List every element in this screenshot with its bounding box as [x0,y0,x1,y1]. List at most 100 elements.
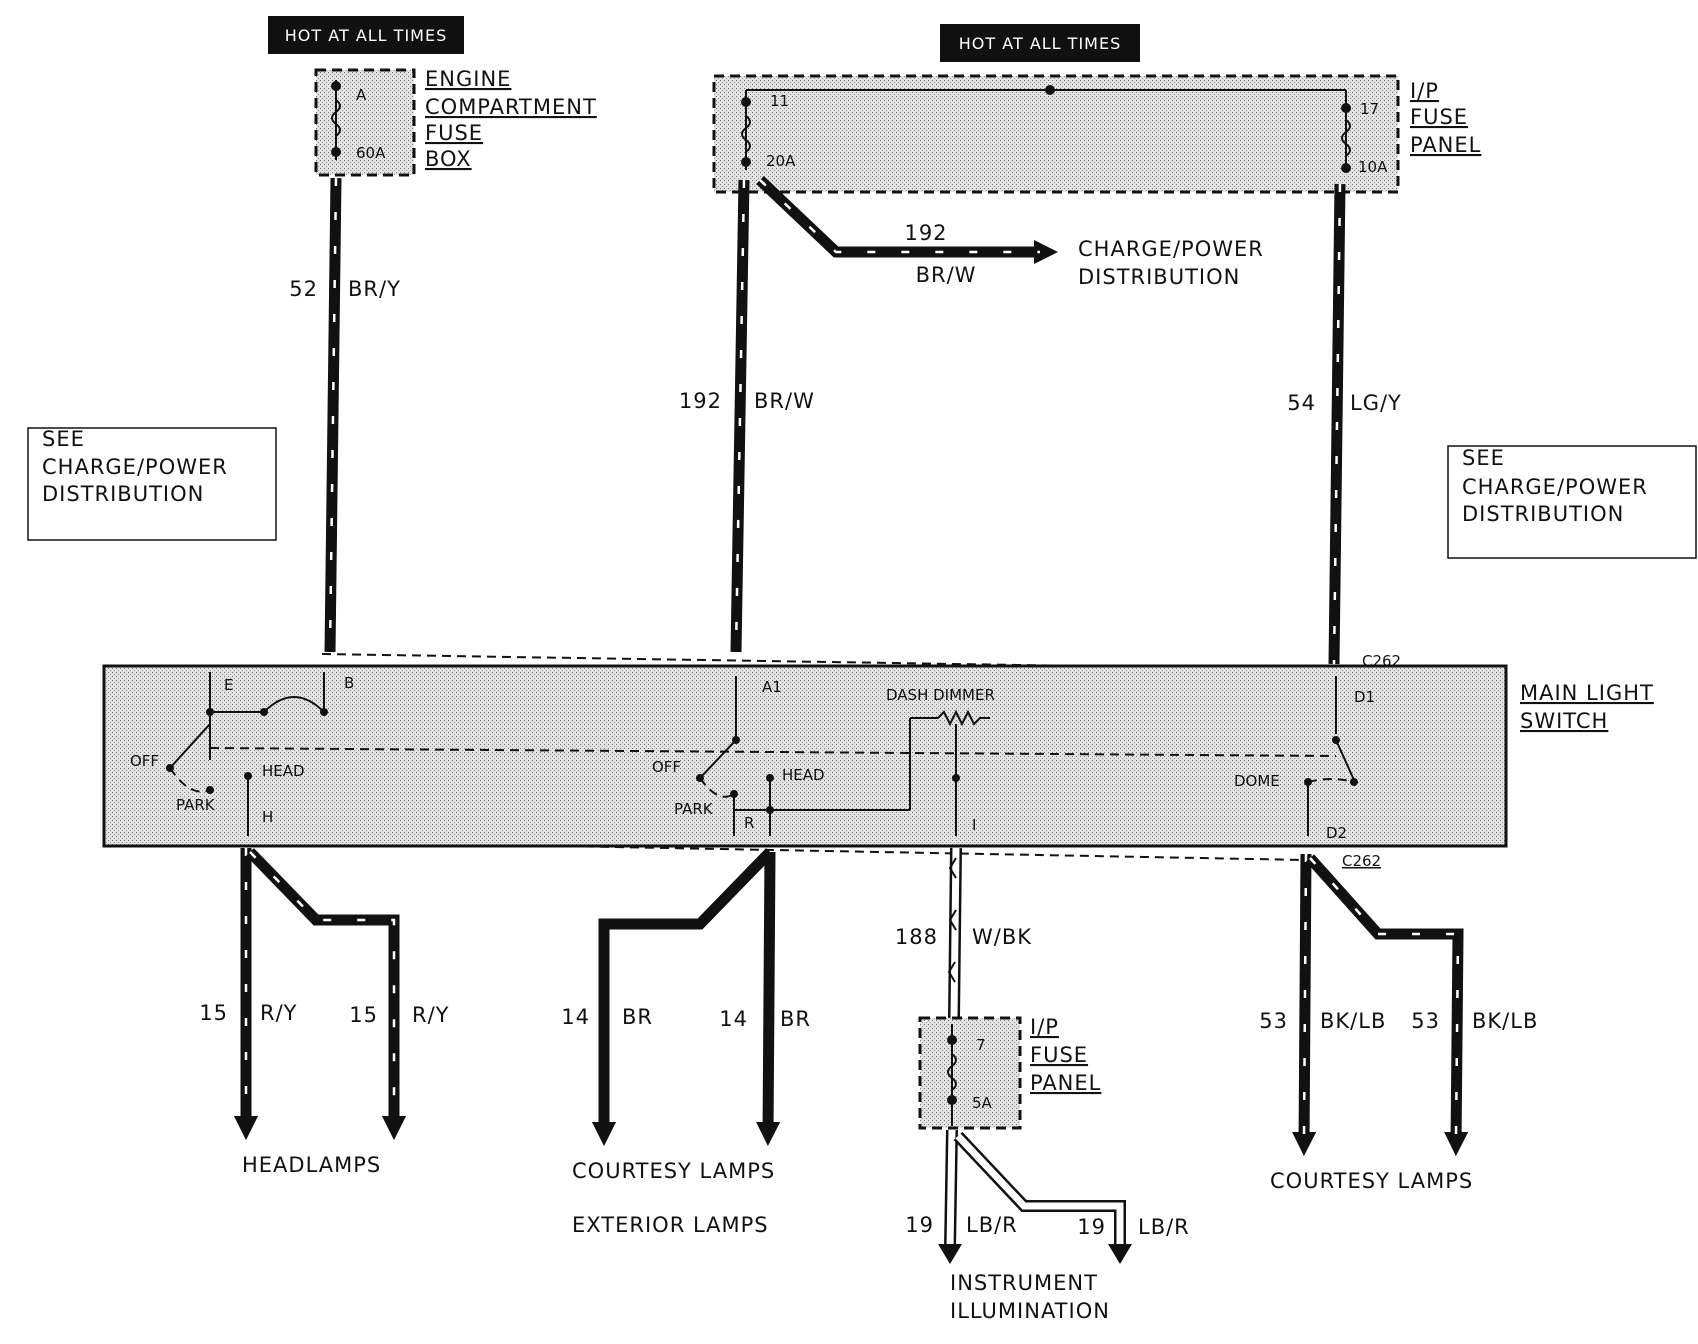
branch-destination: CHARGE/POWER DISTRIBUTION [1078,237,1263,289]
engine-fuse-box: A 60A [314,68,416,177]
see-box-right: SEE CHARGE/POWER DISTRIBUTION [1447,445,1697,559]
svg-text:53: 53 [1411,1009,1440,1033]
wire-14-left: 14 BR [561,848,774,1147]
see-box-left: SEE CHARGE/POWER DISTRIBUTION [27,427,277,541]
svg-text:ILLUMINATION: ILLUMINATION [950,1299,1110,1323]
wire-53-left: 53 BK/LB [1259,853,1385,1157]
svg-text:DISTRIBUTION: DISTRIBUTION [1078,265,1240,289]
engine-fuse-box-title: ENGINE COMPARTMENT FUSE BOX [425,67,597,171]
svg-text:52: 52 [289,277,318,301]
connector-c262-bottom-label: C262 [1342,852,1381,870]
svg-text:BR: BR [780,1007,811,1031]
svg-text:53: 53 [1259,1009,1288,1033]
svg-text:LB/R: LB/R [1138,1215,1190,1239]
fuse-rating-10a: 10A [1358,158,1388,176]
ip-fuse-panel-bottom-title: I/P FUSE PANEL [1030,1015,1101,1095]
svg-text:W/BK: W/BK [972,925,1032,949]
fuse-rating-60a: 60A [356,144,386,162]
mid-switch-park: PARK [674,800,714,818]
pin-b: B [344,674,354,692]
svg-text:19: 19 [1077,1215,1106,1239]
svg-text:FUSE: FUSE [425,121,483,145]
ip-fuse-panel-bottom: 7 5A [918,1016,1022,1130]
fuse-17: 17 [1360,100,1379,118]
svg-text:R/Y: R/Y [260,1001,298,1025]
svg-text:BK/LB: BK/LB [1472,1009,1538,1033]
svg-text:15: 15 [199,1001,228,1025]
svg-text:15: 15 [349,1003,378,1027]
dest-exterior-lamps: EXTERIOR LAMPS [572,1213,769,1237]
svg-text:HOT AT ALL TIMES: HOT AT ALL TIMES [959,34,1121,53]
wire-14-right: 14 BR [719,851,811,1147]
dash-dimmer-label: DASH DIMMER [886,686,995,704]
svg-text:I/P: I/P [1030,1015,1059,1039]
svg-text:BR/Y: BR/Y [348,277,401,301]
svg-text:I/P: I/P [1410,79,1439,103]
fuse-7: 7 [976,1036,986,1054]
fuse-rating-5a: 5A [972,1094,993,1112]
connector-c262-bottom-line [239,839,1307,861]
pin-d1: D1 [1354,688,1375,706]
wire-19-left: 19 LB/R [905,1129,1018,1264]
wire-192-branch: 192 BR/W [756,176,1059,287]
svg-text:BR/W: BR/W [754,389,815,413]
svg-text:HOT AT ALL TIMES: HOT AT ALL TIMES [285,26,447,45]
wire-53-right: 53 BK/LB [1305,854,1538,1157]
svg-text:LB/R: LB/R [966,1213,1018,1237]
svg-text:ENGINE: ENGINE [425,67,511,91]
svg-text:FUSE: FUSE [1030,1043,1088,1067]
svg-text:FUSE: FUSE [1410,105,1468,129]
svg-text:R/Y: R/Y [412,1003,450,1027]
svg-text:BOX: BOX [425,147,472,171]
dest-courtesy-lamps-left: COURTESY LAMPS [572,1159,775,1183]
hot-label-left: HOT AT ALL TIMES [268,16,464,54]
svg-text:COMPARTMENT: COMPARTMENT [425,95,597,119]
ip-fuse-panel-top-title: I/P FUSE PANEL [1410,79,1481,157]
svg-text:192: 192 [904,221,947,245]
svg-text:MAIN LIGHT: MAIN LIGHT [1520,681,1654,705]
svg-text:INSTRUMENT: INSTRUMENT [950,1271,1098,1295]
svg-text:LG/Y: LG/Y [1350,391,1402,415]
wire-15-right: 15 R/Y [246,848,450,1141]
hot-label-right: HOT AT ALL TIMES [940,24,1140,62]
svg-text:PANEL: PANEL [1030,1071,1101,1095]
pin-a1: A1 [762,678,782,696]
ip-fuse-panel-top: 11 20A 17 10A [712,74,1400,194]
wire-52: 52 BR/Y [289,177,401,653]
svg-text:SWITCH: SWITCH [1520,709,1608,733]
svg-text:SEE: SEE [1462,446,1505,470]
svg-text:CHARGE/POWER: CHARGE/POWER [1462,475,1648,499]
fuse-terminal-a: A [356,86,367,104]
wire-19-right: 19 LB/R [953,1131,1190,1264]
pin-i: I [972,816,976,834]
svg-text:BR/W: BR/W [916,263,977,287]
svg-text:19: 19 [905,1213,934,1237]
dest-headlamps: HEADLAMPS [242,1153,381,1177]
svg-text:14: 14 [719,1007,748,1031]
svg-text:188: 188 [895,925,938,949]
fuse-11: 11 [770,92,789,110]
svg-text:14: 14 [561,1005,590,1029]
pin-r: R [744,814,754,832]
left-switch-head: HEAD [262,762,305,780]
wire-54: 54 LG/Y [1287,183,1402,665]
pin-h: H [262,808,273,826]
main-light-switch-title: MAIN LIGHT SWITCH [1520,681,1654,733]
left-switch-park: PARK [176,796,216,814]
mid-switch-off: OFF [652,758,681,776]
left-switch-off: OFF [130,752,159,770]
mid-switch-head: HEAD [782,766,825,784]
svg-text:DISTRIBUTION: DISTRIBUTION [42,482,204,506]
svg-text:192: 192 [679,389,722,413]
fuse-rating-20a: 20A [766,152,796,170]
dome-label: DOME [1234,772,1280,790]
wire-15-left: 15 R/Y [199,848,298,1141]
svg-text:CHARGE/POWER: CHARGE/POWER [42,455,228,479]
dest-courtesy-lamps-right: COURTESY LAMPS [1270,1169,1473,1193]
svg-text:54: 54 [1287,391,1316,415]
svg-text:DISTRIBUTION: DISTRIBUTION [1462,502,1624,526]
dest-instrument-illumination: INSTRUMENT ILLUMINATION [950,1271,1110,1323]
wire-192-main: 192 BR/W [679,179,815,653]
pin-e: E [224,676,233,694]
svg-text:PANEL: PANEL [1410,133,1481,157]
